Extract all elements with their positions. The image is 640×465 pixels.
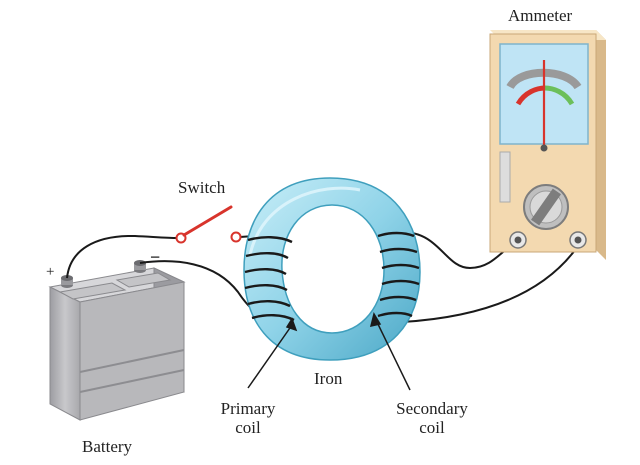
primary-coil-label: Primary coil [206,399,290,437]
switch [175,205,242,244]
scale-arc-red [515,85,546,106]
wire-battery-to-switch [66,234,178,279]
battery [48,260,186,421]
iron-label: Iron [314,369,343,388]
primary-coil [244,236,295,322]
scale-arc-green [544,85,575,106]
ammeter-label: Ammeter [508,6,573,25]
switch-lever [182,205,233,237]
range-slot [499,151,511,203]
ammeter [489,30,606,260]
primary-coil-label-line1: Primary [220,399,276,418]
minus-sign: − [150,247,161,267]
wire-secondary-to-ammeter-right [401,245,579,323]
battery-label: Battery [82,437,133,456]
switch-label: Switch [178,178,226,197]
secondary-coil-label: Secondary coil [382,399,482,437]
switch-contact-right [230,231,242,243]
secondary-coil [377,231,420,318]
needle-pivot [540,144,548,152]
dial-knob [531,188,561,226]
plus-sign: + [46,264,55,280]
label-pointers [247,312,411,391]
primary-coil-label-line2: coil [235,418,261,437]
secondary-coil-label-line2: coil [419,418,445,437]
secondary-coil-label-line1: Secondary [396,399,468,418]
